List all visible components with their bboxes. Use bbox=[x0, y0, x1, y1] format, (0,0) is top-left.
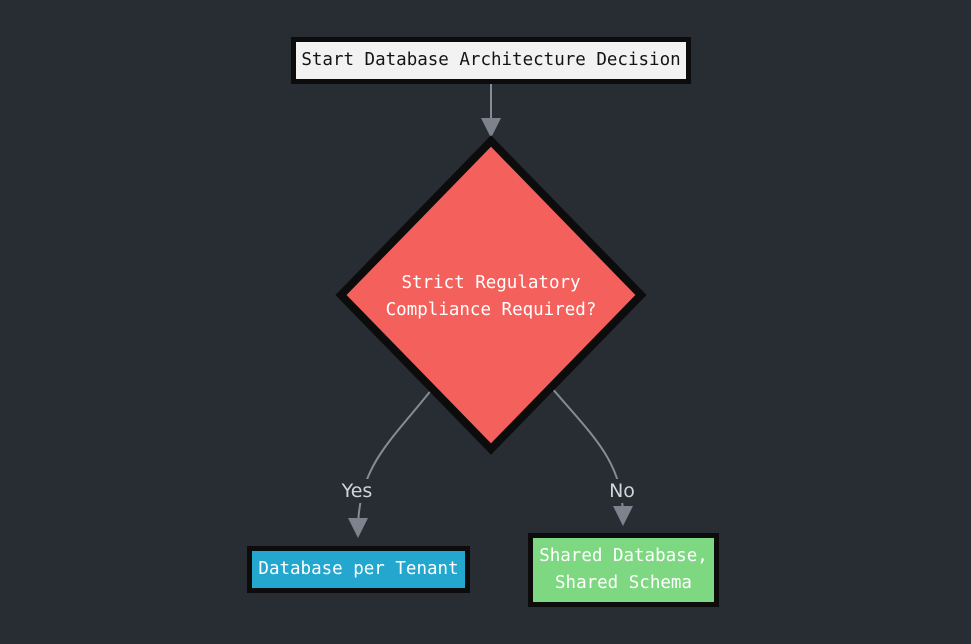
edge-label-no: No bbox=[604, 479, 640, 503]
decision-diamond bbox=[335, 135, 647, 455]
node-shared-database-shared-schema: Shared Database, Shared Schema bbox=[528, 533, 719, 607]
edge-label-yes: Yes bbox=[336, 479, 378, 503]
node-database-per-tenant: Database per Tenant bbox=[247, 546, 470, 593]
decision-label: Strict Regulatory Compliance Required? bbox=[385, 273, 597, 320]
node-start: Start Database Architecture Decision bbox=[291, 37, 691, 84]
